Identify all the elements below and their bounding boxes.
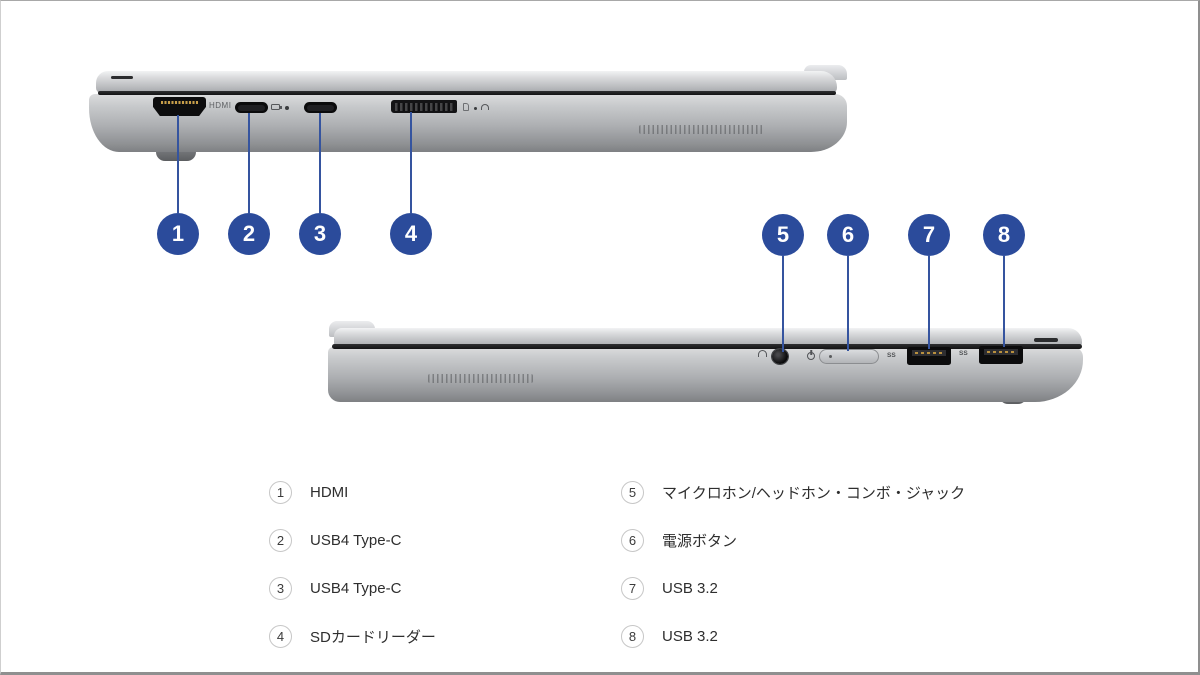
legend-item-3: 3 USB4 Type-C <box>269 577 436 600</box>
leader-line-2 <box>248 113 250 213</box>
legend-label: USB4 Type-C <box>310 580 402 597</box>
legend-number-badge: 2 <box>269 529 292 552</box>
legend-number-badge: 4 <box>269 625 292 648</box>
legend-number-badge: 3 <box>269 577 292 600</box>
leader-line-7 <box>928 256 930 349</box>
callout-2: 2 <box>228 213 270 255</box>
legend-item-8: 8 USB 3.2 <box>621 625 965 648</box>
legend-column-right: 5 マイクロホン/ヘッドホン・コンボ・ジャック 6 電源ボタン 7 USB 3.… <box>621 481 965 648</box>
charging-led <box>285 106 289 110</box>
power-button <box>819 349 879 364</box>
vent-grille <box>428 374 533 383</box>
callout-3: 3 <box>299 213 341 255</box>
usb-c-port-2 <box>304 102 337 113</box>
legend-number-badge: 1 <box>269 481 292 504</box>
leader-line-1 <box>177 115 179 213</box>
usb-superspeed-icon: SS <box>887 352 896 359</box>
sd-card-icon <box>463 103 469 111</box>
legend-number-badge: 7 <box>621 577 644 600</box>
usb-a-port-2 <box>979 346 1023 364</box>
legend-label: SDカードリーダー <box>310 629 436 646</box>
legend-item-4: 4 SDカードリーダー <box>269 625 436 648</box>
legend-item-6: 6 電源ボタン <box>621 529 965 552</box>
usb-a-port-1 <box>907 347 951 365</box>
legend-number-badge: 5 <box>621 481 644 504</box>
legend-number-badge: 6 <box>621 529 644 552</box>
charging-indicator-icon <box>271 104 282 110</box>
leader-line-4 <box>410 112 412 213</box>
lid-notch <box>1034 338 1058 342</box>
legend-label: HDMI <box>310 484 349 501</box>
leader-line-3 <box>319 113 321 213</box>
callout-5: 5 <box>762 214 804 256</box>
hdmi-port <box>153 97 206 116</box>
callout-6: 6 <box>827 214 869 256</box>
hdmi-engraving: HDMI <box>209 101 232 110</box>
mic-hole <box>474 107 477 110</box>
leader-line-5 <box>782 256 784 352</box>
callout-4: 4 <box>390 213 432 255</box>
headphone-icon <box>758 350 767 357</box>
laptop-lid <box>334 328 1082 347</box>
legend-column-left: 1 HDMI 2 USB4 Type-C 3 USB4 Type-C 4 SDカ… <box>269 481 436 648</box>
callout-7: 7 <box>908 214 950 256</box>
laptop-lid <box>96 71 837 93</box>
legend-number-badge: 8 <box>621 625 644 648</box>
legend-label: USB4 Type-C <box>310 532 402 549</box>
legend-label: USB 3.2 <box>662 628 718 645</box>
power-icon <box>807 352 815 360</box>
legend-label: マイクロホン/ヘッドホン・コンボ・ジャック <box>662 485 966 502</box>
leader-line-8 <box>1003 256 1005 347</box>
usb-c-port-1 <box>235 102 268 113</box>
sd-card-slot <box>391 100 457 113</box>
legend-label: USB 3.2 <box>662 580 718 597</box>
headphone-icon <box>481 104 489 110</box>
callout-8: 8 <box>983 214 1025 256</box>
legend-label: 電源ボタン <box>662 533 738 550</box>
leader-line-6 <box>847 256 849 351</box>
legend-item-2: 2 USB4 Type-C <box>269 529 436 552</box>
legend-item-7: 7 USB 3.2 <box>621 577 965 600</box>
lid-notch <box>111 76 133 79</box>
vent-grille <box>639 125 763 134</box>
laptop-right-side-view: SS SS <box>328 316 1086 424</box>
lid-base-seam <box>98 91 836 95</box>
audio-combo-jack <box>772 349 788 364</box>
legend-item-1: 1 HDMI <box>269 481 436 504</box>
lid-base-seam <box>332 344 1082 349</box>
usb-superspeed-icon: SS <box>959 350 968 357</box>
laptop-left-side-view: HDMI <box>89 63 849 167</box>
legend-item-5: 5 マイクロホン/ヘッドホン・コンボ・ジャック <box>621 481 965 504</box>
callout-1: 1 <box>157 213 199 255</box>
